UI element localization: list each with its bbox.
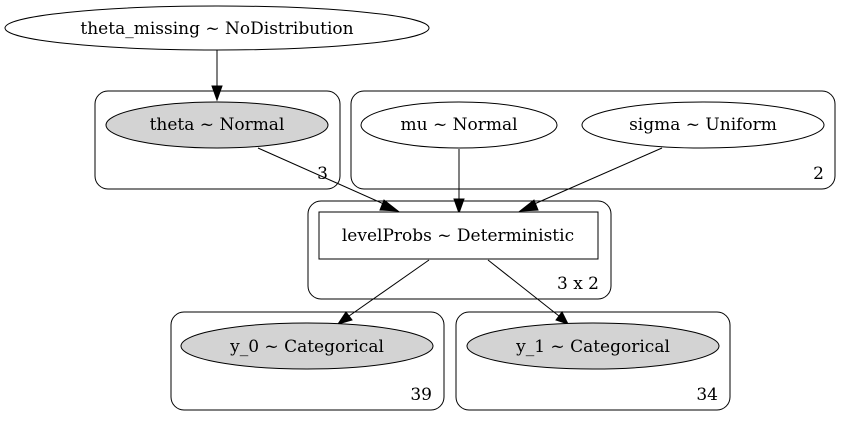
y1-plate — [455, 311, 731, 411]
edge-levelprobs-to-y0 — [336, 259, 430, 325]
edge-theta-missing-to-theta — [211, 50, 223, 102]
node-sigma: sigma ~ Uniform — [581, 101, 825, 149]
theta-plate-label: 3 — [317, 164, 328, 184]
node-theta-label: theta ~ Normal — [150, 115, 285, 135]
node-y1-label: y_1 ~ Categorical — [515, 337, 670, 357]
node-mu: mu ~ Normal — [360, 101, 558, 149]
node-theta: theta ~ Normal — [105, 101, 329, 149]
node-levelprobs-label: levelProbs ~ Deterministic — [342, 226, 574, 246]
mu-sigma-plate — [350, 90, 836, 190]
mu-sigma-plate-label: 2 — [813, 164, 824, 184]
edge-mu-to-levelprobs — [453, 149, 465, 215]
node-mu-label: mu ~ Normal — [400, 115, 517, 135]
y1-plate-label: 34 — [696, 385, 718, 405]
y0-plate — [170, 311, 445, 411]
y0-plate-label: 39 — [410, 385, 432, 405]
node-y0-label: y_0 ~ Categorical — [229, 337, 384, 357]
node-levelprobs: levelProbs ~ Deterministic — [318, 211, 599, 260]
edge-theta-to-levelprobs — [257, 147, 400, 212]
node-theta-missing-label: theta_missing ~ NoDistribution — [80, 19, 353, 39]
edge-sigma-to-levelprobs — [518, 147, 663, 212]
node-y0: y_0 ~ Categorical — [180, 322, 434, 370]
node-theta-missing: theta_missing ~ NoDistribution — [4, 5, 430, 51]
edge-levelprobs-to-y1 — [487, 259, 569, 325]
node-y1: y_1 ~ Categorical — [466, 322, 720, 370]
levelprobs-plate-label: 3 x 2 — [557, 274, 599, 294]
node-sigma-label: sigma ~ Uniform — [629, 115, 777, 135]
